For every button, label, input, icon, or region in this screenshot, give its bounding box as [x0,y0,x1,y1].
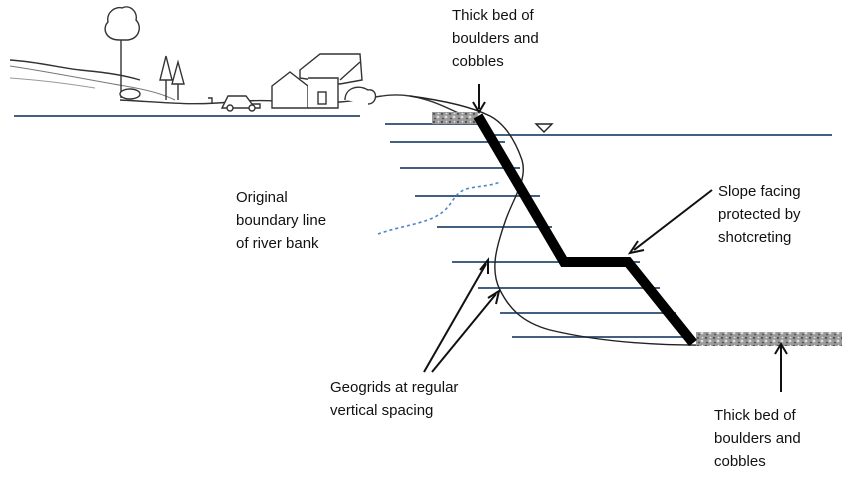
top-boulder-bed [432,112,478,124]
original-boundary-line [377,181,501,235]
bottom-boulder-bed [696,332,842,346]
water-level-icon [534,123,554,133]
shotcrete-facing [473,113,697,347]
original-bank-curve [409,95,721,346]
label-geogrids: Geogrids at regular vertical spacing [330,379,459,419]
arrow-top-bed-head [472,101,486,114]
arrow-slope-facing-head [627,240,645,255]
label-bottom-boulder-bed: Thick bed of boulders and cobbles [714,407,801,470]
landscape-icon [9,6,471,119]
arrow-geogrid-2 [431,293,497,373]
tree-icon [104,6,141,100]
label-original-boundary: Original boundary line of river bank [236,189,327,252]
arrow-slope-facing [633,189,713,251]
label-slope-facing: Slope facing protected by shotcreting [718,183,801,246]
car-icon [220,95,261,112]
arrow-geogrid-1 [423,263,487,373]
label-top-boulder-bed: Thick bed of boulders and cobbles [452,7,539,70]
arrow-geogrid-2-head [487,288,501,305]
house-icon [271,53,377,109]
arrow-bottom-bed-head [774,342,788,355]
geogrid-lines [385,123,692,338]
arrow-geogrid-1-head [479,257,489,274]
pine-tree-icon [159,55,185,100]
